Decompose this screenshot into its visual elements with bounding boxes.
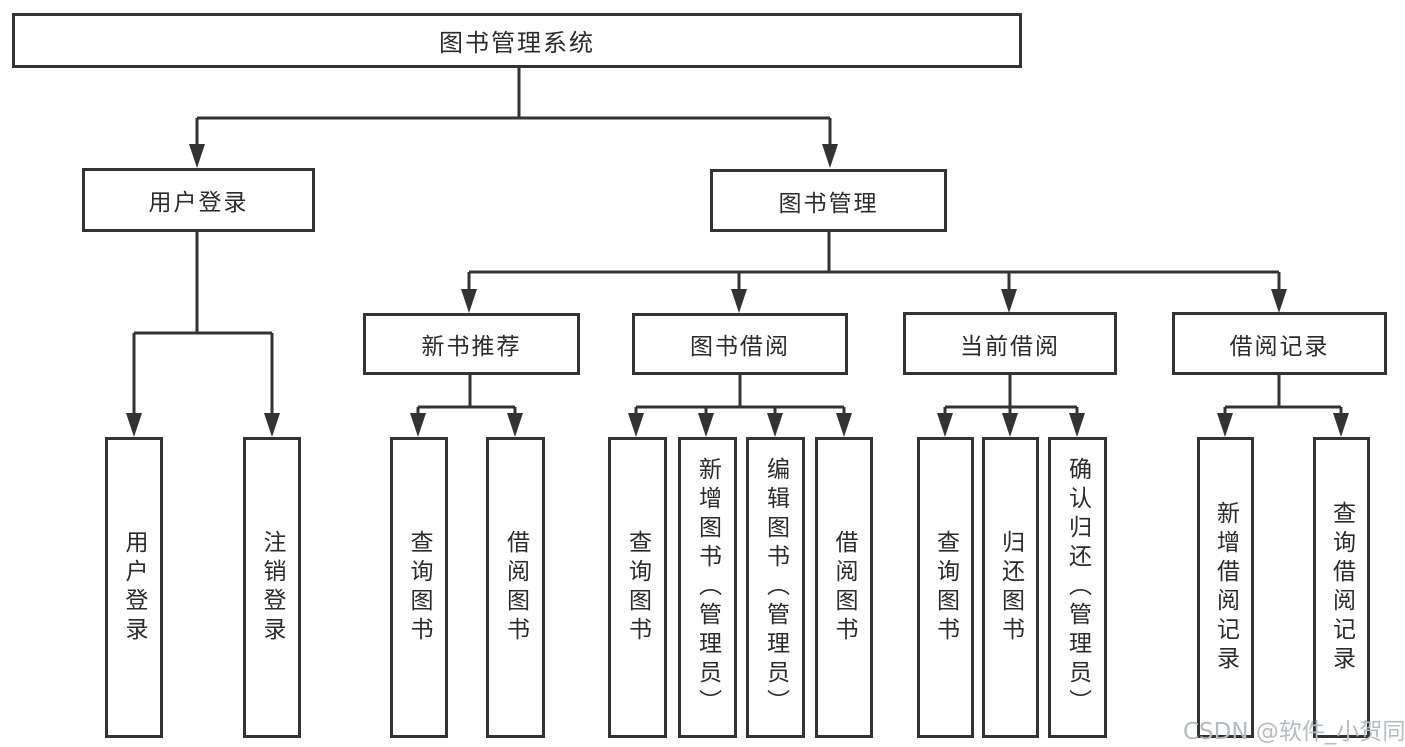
arrowhead <box>822 144 838 168</box>
node-current-borrowing: 当前借阅 <box>903 312 1117 375</box>
node-book-borrowing: 图书借阅 <box>632 313 848 375</box>
leaf-return-books: 归还图书 <box>982 437 1039 738</box>
node-book-management: 图书管理 <box>710 169 947 232</box>
node-borrowing-records: 借阅记录 <box>1172 312 1387 375</box>
arrowhead <box>937 413 953 437</box>
watermark: CSDN @软件_小贺同学 <box>1183 719 1405 745</box>
arrowhead <box>731 289 747 313</box>
leaf-borrowing-borrow-books: 借阅图书 <box>815 437 873 738</box>
connector-currentborrow-to-leaves <box>943 375 1079 416</box>
leaf-recommend-query-books: 查询图书 <box>390 437 448 738</box>
arrowhead <box>507 413 523 437</box>
node-root: 图书管理系统 <box>12 13 1022 68</box>
leaf-add-borrow-record: 新增借阅记录 <box>1197 437 1254 738</box>
arrowhead <box>1333 413 1349 437</box>
connector-bookmgmt-to-level3 <box>467 232 1281 292</box>
arrowhead <box>1069 413 1085 437</box>
node-user-login: 用户登录 <box>82 168 315 232</box>
leaf-logout: 注销登录 <box>243 437 301 738</box>
connector-records-to-leaves <box>1223 375 1343 416</box>
arrowhead <box>410 413 426 437</box>
arrowhead <box>461 289 477 313</box>
leaf-recommend-borrow-books: 借阅图书 <box>486 437 545 738</box>
leaf-borrowing-query-books: 查询图书 <box>608 437 667 738</box>
arrowhead <box>767 413 783 437</box>
leaf-confirm-return-admin: 确认归还（管理员） <box>1048 437 1107 738</box>
connector-newbook-to-leaves <box>416 375 517 416</box>
connector-bookborrow-to-leaves <box>634 375 846 416</box>
leaf-add-books-admin: 新增图书（管理员） <box>678 437 737 738</box>
arrowhead <box>264 413 280 437</box>
arrowhead <box>1002 413 1018 437</box>
leaf-query-borrow-record: 查询借阅记录 <box>1313 437 1370 738</box>
leaf-current-query-books: 查询图书 <box>917 437 974 738</box>
node-new-book-recommendation: 新书推荐 <box>363 313 580 375</box>
arrowhead <box>628 413 644 437</box>
arrowhead <box>1271 289 1287 313</box>
arrowhead <box>126 413 142 437</box>
leaf-edit-books-admin: 编辑图书（管理员） <box>746 437 805 738</box>
arrowhead <box>698 413 714 437</box>
arrowhead <box>189 144 205 168</box>
arrowhead <box>1001 289 1017 313</box>
connector-userlogin-to-leaves <box>132 232 274 416</box>
leaf-user-login: 用户登录 <box>105 437 163 738</box>
arrowhead <box>1217 413 1233 437</box>
connector-root-to-level2 <box>195 66 832 146</box>
arrowhead <box>836 413 852 437</box>
